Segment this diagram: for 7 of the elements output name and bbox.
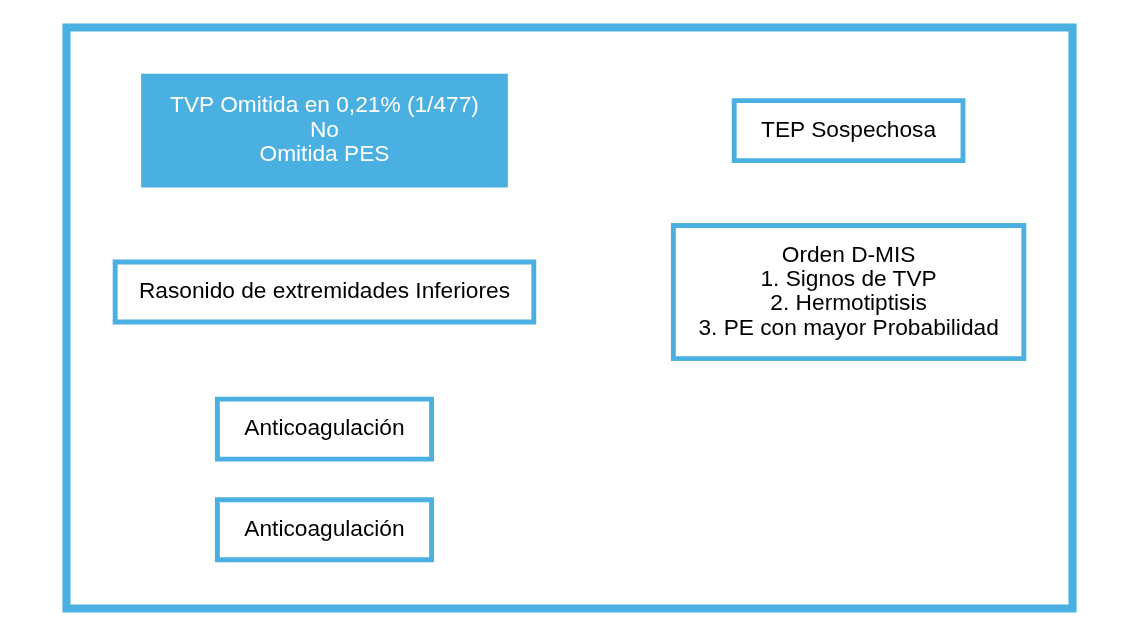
- node-box: Rasonido de extremidades Inferiores: [112, 259, 536, 325]
- cluster: [61, 23, 1077, 613]
- node-box: Anticoagulación: [214, 497, 434, 563]
- node-box: Orden D-MIS 1. Signos de TVP 2. Hermotiptisis 3. PE con mayor Probabilidad: [670, 223, 1026, 361]
- node-box: TVP Omitida en 0,21% (1/477) No Omitida PES: [140, 73, 508, 188]
- node-box: TEP Sospechosa: [731, 98, 965, 164]
- node-box: Anticoagulación: [214, 396, 434, 462]
